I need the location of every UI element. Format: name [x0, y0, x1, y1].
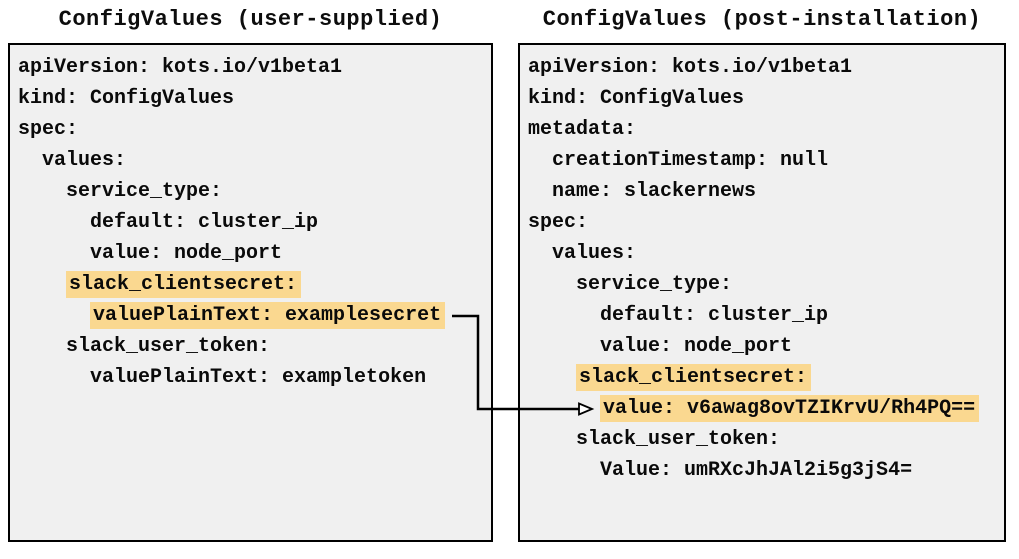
post-installation-yaml-code: apiVersion: kots.io/v1beta1 kind: ConfigV… [520, 45, 1004, 486]
yaml-text: value: node_port [600, 335, 793, 358]
yaml-text: values: [552, 242, 637, 265]
yaml-text: kind: ConfigValues [528, 87, 745, 110]
user-supplied-config-panel: apiVersion: kots.io/v1beta1 kind: ConfigV… [8, 43, 493, 542]
yaml-line: value: node_port [18, 238, 491, 269]
yaml-line: spec: [528, 207, 1004, 238]
yaml-text: default: cluster_ip [90, 211, 319, 234]
yaml-text: slack_user_token: [576, 428, 781, 451]
yaml-line: service_type: [528, 269, 1004, 300]
yaml-text: valuePlainText: exampletoken [90, 366, 427, 389]
yaml-line: default: cluster_ip [18, 207, 491, 238]
post-installation-config-panel: apiVersion: kots.io/v1beta1 kind: ConfigV… [518, 43, 1006, 542]
highlighted-yaml-text: valuePlainText: examplesecret [90, 302, 446, 329]
yaml-text: name: slackernews [552, 180, 757, 203]
yaml-text: apiVersion: kots.io/v1beta1 [18, 56, 343, 79]
yaml-line: valuePlainText: examplesecret [18, 300, 491, 331]
yaml-line: values: [18, 145, 491, 176]
highlighted-yaml-text: slack_clientsecret: [576, 364, 812, 391]
yaml-line: slack_user_token: [528, 424, 1004, 455]
yaml-line: kind: ConfigValues [528, 83, 1004, 114]
yaml-line: apiVersion: kots.io/v1beta1 [18, 52, 491, 83]
highlighted-yaml-text: value: v6awag8ovTZIKrvU/Rh4PQ== [600, 395, 980, 422]
yaml-text: default: cluster_ip [600, 304, 829, 327]
yaml-line: values: [528, 238, 1004, 269]
yaml-text: slack_user_token: [66, 335, 271, 358]
yaml-text: spec: [18, 118, 79, 141]
yaml-line: spec: [18, 114, 491, 145]
yaml-line: valuePlainText: exampletoken [18, 362, 491, 393]
yaml-text: spec: [528, 211, 589, 234]
yaml-line: kind: ConfigValues [18, 83, 491, 114]
yaml-line: value: node_port [528, 331, 1004, 362]
yaml-text: apiVersion: kots.io/v1beta1 [528, 56, 853, 79]
yaml-line: metadata: [528, 114, 1004, 145]
yaml-text: service_type: [576, 273, 733, 296]
left-panel-title: ConfigValues (user-supplied) [58, 7, 443, 32]
yaml-text: values: [42, 149, 127, 172]
yaml-line: slack_clientsecret: [528, 362, 1004, 393]
user-supplied-yaml-code: apiVersion: kots.io/v1beta1 kind: ConfigV… [10, 45, 491, 393]
yaml-line: apiVersion: kots.io/v1beta1 [528, 52, 1004, 83]
yaml-line: service_type: [18, 176, 491, 207]
yaml-line: slack_user_token: [18, 331, 491, 362]
yaml-line: value: v6awag8ovTZIKrvU/Rh4PQ== [528, 393, 1004, 424]
yaml-line: default: cluster_ip [528, 300, 1004, 331]
yaml-text: Value: umRXcJhJAl2i5g3jS4= [600, 459, 913, 482]
yaml-text: service_type: [66, 180, 223, 203]
yaml-line: Value: umRXcJhJAl2i5g3jS4= [528, 455, 1004, 486]
yaml-text: kind: ConfigValues [18, 87, 235, 110]
yaml-text: value: node_port [90, 242, 283, 265]
yaml-line: slack_clientsecret: [18, 269, 491, 300]
right-panel-title: ConfigValues (post-installation) [542, 7, 982, 32]
yaml-text: metadata: [528, 118, 637, 141]
yaml-text: creationTimestamp: null [552, 149, 829, 172]
yaml-line: creationTimestamp: null [528, 145, 1004, 176]
highlighted-yaml-text: slack_clientsecret: [66, 271, 302, 298]
yaml-line: name: slackernews [528, 176, 1004, 207]
